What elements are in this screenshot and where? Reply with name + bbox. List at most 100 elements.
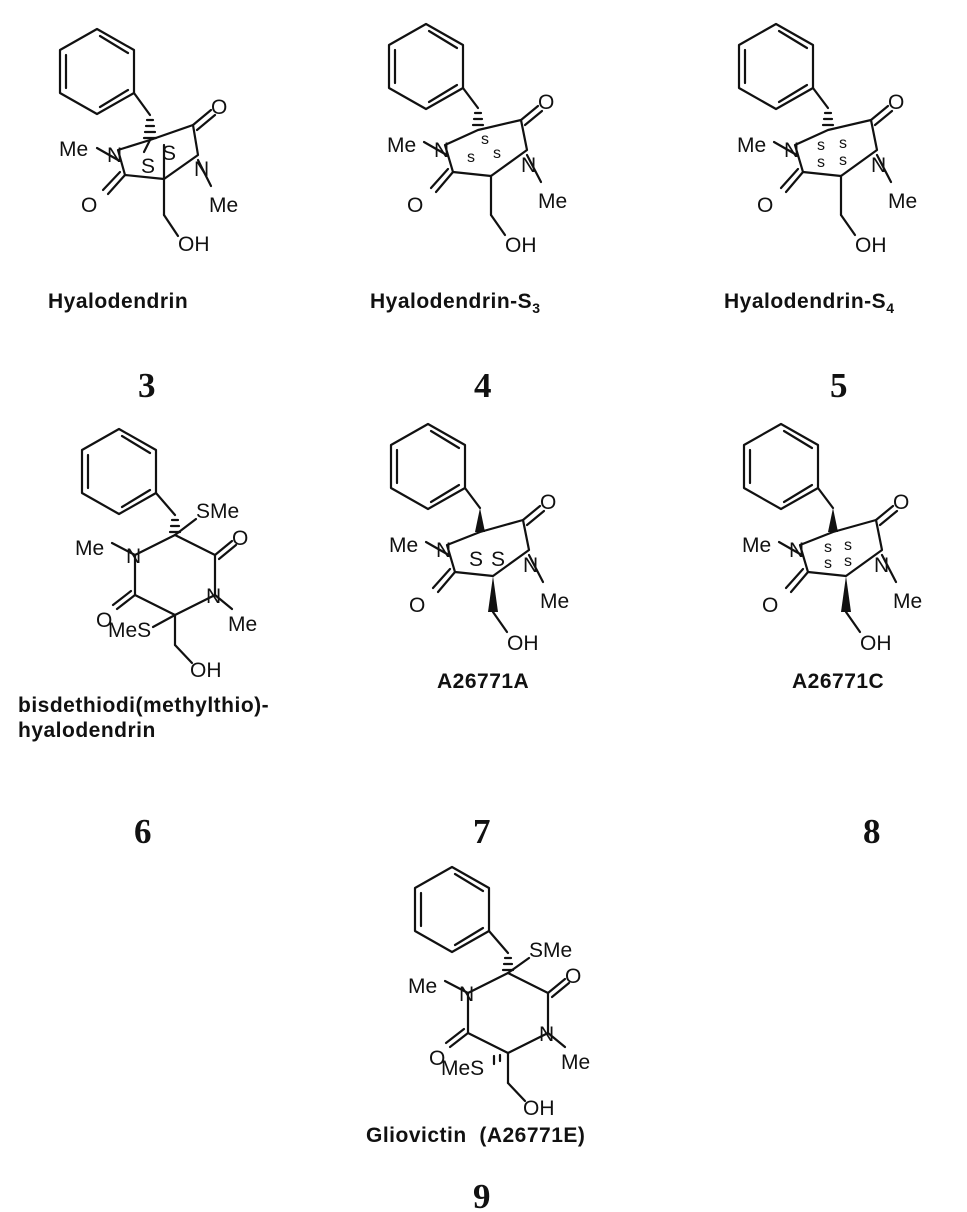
nitrogen-atom: N [871, 154, 886, 177]
hashed-bond [821, 111, 835, 127]
nitrogen-atom: N [784, 139, 799, 162]
methyl-group: Me [75, 537, 104, 560]
compound-6-structure: SMe O N Me N Me O MeS OH [75, 427, 257, 682]
nitrogen-atom: N [126, 545, 141, 568]
sulfur-atom: s [839, 135, 847, 152]
sulfur-atom: s [844, 537, 852, 554]
methylthio-group: SMe [196, 500, 239, 523]
compound-5-structure: O N Me N Me O s s s s OH [737, 22, 917, 257]
compound-6-name-line2: hyalodendrin [18, 719, 156, 742]
sulfur-atom: s [467, 149, 475, 166]
hydroxyl-group: OH [507, 632, 539, 655]
hydroxyl-group: OH [178, 233, 210, 256]
hashed-bond [142, 118, 158, 140]
nitrogen-atom: N [539, 1023, 554, 1046]
hashed-bond [471, 111, 485, 127]
compound-9-number: 9 [473, 1177, 491, 1212]
compound-9-name: Gliovictin (A26771E) [366, 1124, 585, 1147]
compound-3-name: Hyalodendrin [48, 290, 188, 313]
benzene-ring [413, 865, 491, 954]
methyl-group: Me [209, 194, 238, 217]
compound-4-structure: O N Me N Me O s s s OH [387, 22, 567, 257]
oxygen-atom: O [211, 96, 227, 119]
oxygen-atom: O [888, 91, 904, 114]
nitrogen-atom: N [789, 539, 804, 562]
benzene-ring [737, 22, 815, 111]
sulfur-atom: S [162, 142, 176, 165]
sulfur-atom: s [839, 152, 847, 169]
benzene-ring [58, 27, 136, 116]
methyl-group: Me [737, 134, 766, 157]
sulfur-atom: s [817, 154, 825, 171]
hydroxyl-group: OH [505, 234, 537, 257]
methyl-group: Me [408, 975, 437, 998]
hashed-bond [492, 1053, 502, 1066]
oxygen-atom: O [538, 91, 554, 114]
compound-4-number: 4 [474, 366, 492, 405]
sulfur-atom: s [481, 131, 489, 148]
methylthio-group: MeS [441, 1057, 484, 1080]
methylthio-group: SMe [529, 939, 572, 962]
compound-3-number: 3 [138, 366, 156, 405]
methyl-group: Me [59, 138, 88, 161]
benzene-ring [389, 422, 467, 511]
compound-8-number: 8 [863, 812, 881, 851]
compound-5-number: 5 [830, 366, 848, 405]
oxygen-atom: O [409, 594, 425, 617]
hashed-bond [501, 956, 515, 972]
hydroxyl-group: OH [523, 1097, 555, 1120]
oxygen-atom: O [96, 609, 112, 632]
nitrogen-atom: N [206, 585, 221, 608]
compound-8-name: A26771C [792, 670, 884, 693]
nitrogen-atom: N [521, 154, 536, 177]
oxygen-atom: O [540, 491, 556, 514]
methyl-group: Me [228, 613, 257, 636]
sulfur-atom: s [817, 137, 825, 154]
sulfur-atom: S [141, 155, 155, 178]
hydroxyl-group: OH [860, 632, 892, 655]
methyl-group: Me [540, 590, 569, 613]
hydroxyl-group: OH [855, 234, 887, 257]
oxygen-atom: O [407, 194, 423, 217]
sulfur-atom: s [493, 145, 501, 162]
hashed-bond [168, 518, 182, 534]
oxygen-atom: O [429, 1047, 445, 1070]
methyl-group: Me [888, 190, 917, 213]
benzene-ring [80, 427, 158, 516]
oxygen-atom: O [232, 527, 248, 550]
hydroxyl-group: OH [190, 659, 222, 682]
oxygen-atom: O [762, 594, 778, 617]
oxygen-atom: O [565, 965, 581, 988]
methyl-group: Me [389, 534, 418, 557]
sulfur-atom: s [824, 555, 832, 572]
compound-7-name: A26771A [437, 670, 529, 693]
methylthio-group: MeS [108, 619, 151, 642]
nitrogen-atom: N [459, 983, 474, 1006]
compound-3-structure: O N Me N Me O S S OH [58, 27, 238, 256]
methyl-group: Me [387, 134, 416, 157]
sulfur-atom: s [824, 539, 832, 556]
oxygen-atom: O [757, 194, 773, 217]
nitrogen-atom: N [434, 139, 449, 162]
compound-4-name: Hyalodendrin-S3 [370, 290, 540, 316]
compound-8-structure: O N Me N Me O s s s s OH [742, 422, 922, 655]
oxygen-atom: O [81, 194, 97, 217]
nitrogen-atom: N [523, 554, 538, 577]
methyl-group: Me [742, 534, 771, 557]
benzene-ring [387, 22, 465, 111]
compound-7-structure: O N Me N Me O S S OH [389, 422, 569, 655]
nitrogen-atom: N [874, 554, 889, 577]
sulfur-atom: s [844, 553, 852, 570]
methyl-group: Me [538, 190, 567, 213]
benzene-ring [742, 422, 820, 511]
nitrogen-atom: N [107, 144, 122, 167]
compound-6-name: bisdethiodi(methylthio)- [18, 694, 269, 717]
sulfur-atom: S [491, 548, 505, 571]
compound-5-name: Hyalodendrin-S4 [724, 290, 894, 316]
methyl-group: Me [561, 1051, 590, 1074]
sulfur-atom: S [469, 548, 483, 571]
methyl-group: Me [893, 590, 922, 613]
nitrogen-atom: N [194, 158, 209, 181]
compound-9-structure: SMe O N Me N Me O MeS OH [408, 865, 590, 1120]
